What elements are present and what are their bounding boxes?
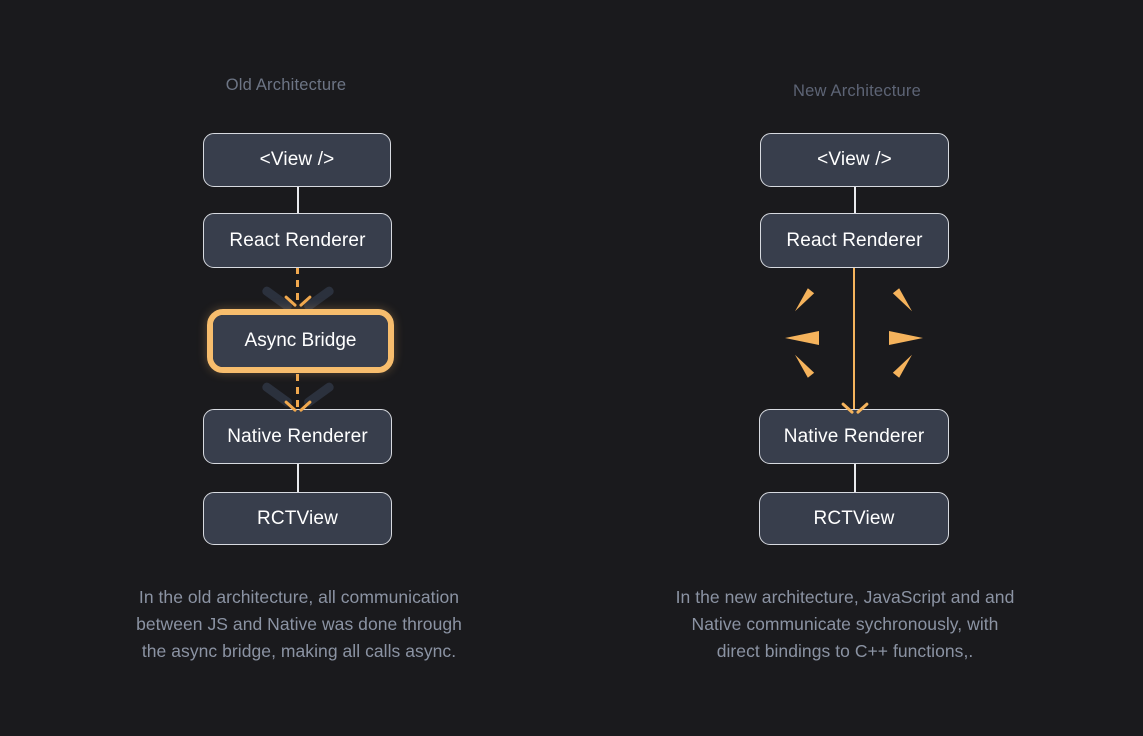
new-architecture-heading: New Architecture bbox=[793, 82, 921, 100]
old-architecture-caption: In the old architecture, all communicati… bbox=[74, 584, 524, 665]
connector-new-view-to-react bbox=[854, 186, 856, 215]
async-bridge-label: Async Bridge bbox=[213, 315, 388, 367]
old-architecture-heading: Old Architecture bbox=[225, 76, 347, 94]
old-caption-line-3: the async bridge, making all calls async… bbox=[141, 641, 457, 661]
node-old-rctview[interactable]: RCTView bbox=[203, 492, 392, 545]
node-old-react-renderer[interactable]: React Renderer bbox=[203, 213, 392, 268]
new-architecture-caption: In the new architecture, JavaScript and … bbox=[620, 584, 1070, 665]
arrow-down-icon-direct-binding bbox=[843, 402, 867, 415]
node-new-react-renderer[interactable]: React Renderer bbox=[760, 213, 949, 268]
async-bridge-highlight-ring bbox=[207, 309, 394, 373]
node-new-view[interactable]: <View /> bbox=[760, 133, 949, 187]
connector-new-native-to-rctview bbox=[854, 463, 856, 493]
arrow-down-icon-to-native bbox=[286, 400, 310, 413]
node-new-native-renderer[interactable]: Native Renderer bbox=[759, 409, 949, 464]
old-caption-line-1: In the old architecture, all communicati… bbox=[138, 587, 460, 607]
new-architecture-column: New Architecture bbox=[571, 0, 1143, 736]
node-new-rctview[interactable]: RCTView bbox=[759, 492, 949, 545]
node-old-view[interactable]: <View /> bbox=[203, 133, 391, 187]
new-caption-line-1: In the new architecture, JavaScript and … bbox=[675, 587, 1015, 607]
old-architecture-column: Old Architecture bbox=[225, 76, 347, 94]
node-async-bridge[interactable]: Async Bridge bbox=[207, 309, 394, 373]
old-caption-line-2: between JS and Native was done through bbox=[136, 614, 462, 634]
connector-old-native-to-rctview bbox=[297, 463, 299, 493]
new-caption-line-3: direct bindings to C++ functions,. bbox=[716, 641, 974, 661]
node-old-native-renderer[interactable]: Native Renderer bbox=[203, 409, 392, 464]
connector-old-view-to-react bbox=[297, 186, 299, 215]
solid-line-react-to-native bbox=[853, 266, 856, 412]
new-caption-line-2: Native communicate sychronously, with bbox=[691, 614, 999, 634]
arrow-down-icon-to-bridge bbox=[286, 295, 310, 308]
dashed-line-react-to-bridge bbox=[296, 267, 299, 303]
dashed-line-bridge-to-native bbox=[296, 374, 299, 410]
